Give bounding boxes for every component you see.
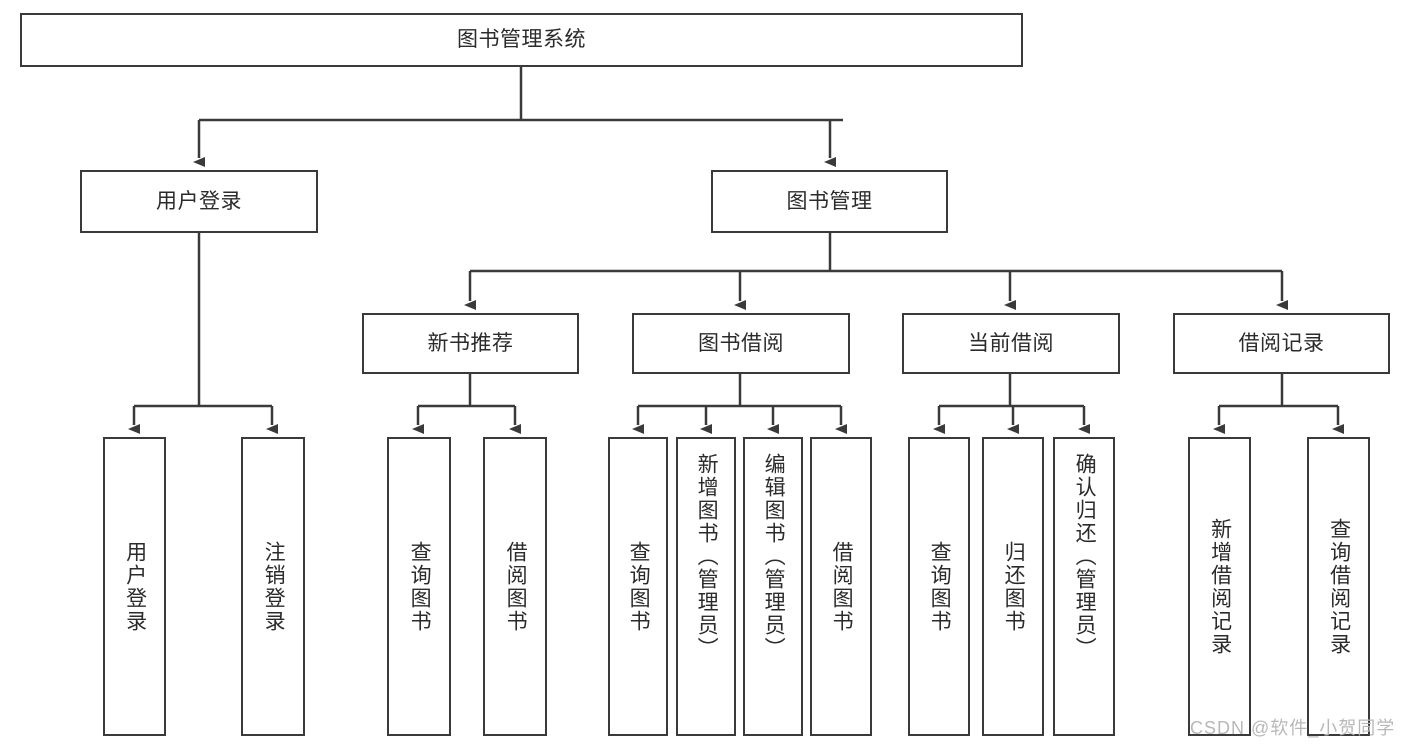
node-borrow-record-label: 借阅记录: [1238, 331, 1325, 355]
node-user-login-label: 用户登录: [156, 189, 242, 213]
node-user-login[interactable]: 用户登录: [80, 170, 318, 233]
node-new-book-rec[interactable]: 新书推荐: [362, 313, 579, 374]
node-leaf-borrow-book-bb-label: 借阅图书: [830, 540, 854, 633]
node-leaf-query-book-rec[interactable]: 查询图书: [387, 437, 451, 736]
node-leaf-user-login-label: 用户登录: [123, 540, 147, 633]
node-root[interactable]: 图书管理系统: [20, 13, 1023, 67]
node-book-borrow[interactable]: 图书借阅: [632, 313, 850, 374]
node-leaf-add-record-label: 新增借阅记录: [1208, 517, 1232, 656]
node-leaf-query-book-bb-label: 查询图书: [627, 540, 651, 633]
node-leaf-user-login[interactable]: 用户登录: [103, 437, 166, 736]
node-leaf-query-book-bb[interactable]: 查询图书: [608, 437, 668, 736]
node-leaf-borrow-book-rec-label: 借阅图书: [504, 540, 528, 633]
node-leaf-add-book[interactable]: 新增图书（管理员）: [676, 437, 736, 736]
node-leaf-query-book-cb[interactable]: 查询图书: [908, 437, 970, 736]
node-leaf-return-book-label: 归还图书: [1002, 540, 1026, 633]
node-leaf-query-record-label: 查询借阅记录: [1327, 517, 1351, 656]
node-leaf-confirm-return[interactable]: 确认归还（管理员）: [1053, 437, 1115, 736]
node-book-borrow-label: 图书借阅: [698, 331, 784, 355]
node-leaf-query-record[interactable]: 查询借阅记录: [1307, 437, 1370, 736]
node-book-manage[interactable]: 图书管理: [711, 170, 948, 233]
node-leaf-logout[interactable]: 注销登录: [241, 437, 305, 736]
node-book-manage-label: 图书管理: [786, 189, 873, 213]
node-leaf-query-book-cb-label: 查询图书: [928, 540, 952, 633]
node-leaf-add-record[interactable]: 新增借阅记录: [1188, 437, 1251, 736]
node-current-borrow-label: 当前借阅: [968, 331, 1054, 355]
node-new-book-rec-label: 新书推荐: [427, 331, 514, 355]
node-root-label: 图书管理系统: [457, 28, 586, 52]
node-leaf-add-book-label: 新增图书（管理员）: [695, 453, 719, 660]
node-leaf-return-book[interactable]: 归还图书: [982, 437, 1044, 736]
node-leaf-borrow-book-rec[interactable]: 借阅图书: [483, 437, 547, 736]
node-leaf-confirm-return-label: 确认归还（管理员）: [1073, 453, 1097, 660]
watermark-text: CSDN @软件_小贺同学: [1190, 718, 1396, 738]
node-current-borrow[interactable]: 当前借阅: [902, 313, 1120, 374]
node-leaf-query-book-rec-label: 查询图书: [408, 540, 432, 633]
node-leaf-logout-label: 注销登录: [262, 540, 286, 633]
node-leaf-edit-book-label: 编辑图书（管理员）: [762, 453, 786, 660]
node-leaf-borrow-book-bb[interactable]: 借阅图书: [810, 437, 872, 736]
node-leaf-edit-book[interactable]: 编辑图书（管理员）: [743, 437, 803, 736]
node-borrow-record[interactable]: 借阅记录: [1173, 313, 1390, 374]
